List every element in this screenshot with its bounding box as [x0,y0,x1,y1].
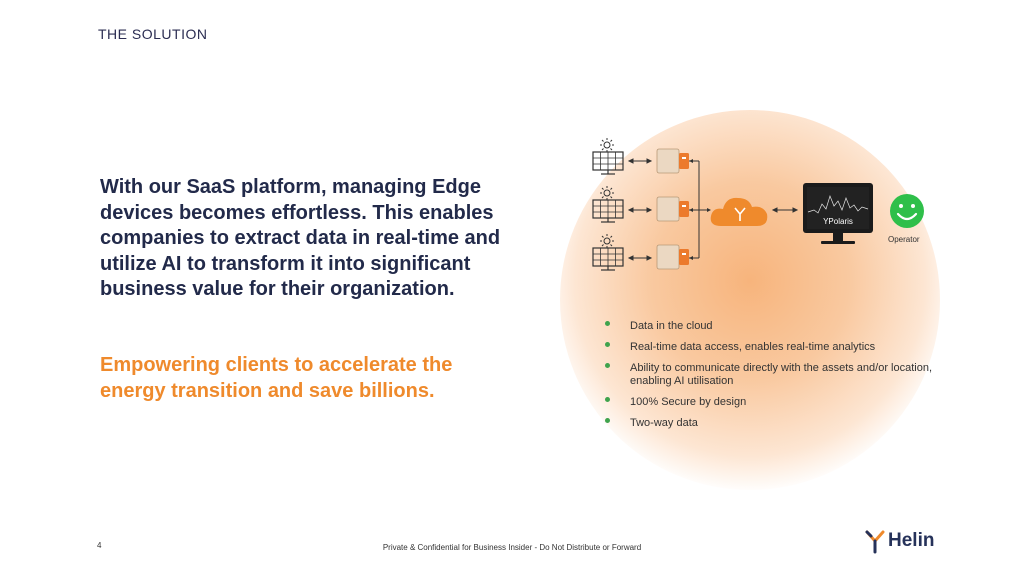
architecture-diagram: YPolaris [592,138,924,271]
list-item: Two-way data [605,417,935,430]
feature-list: Data in the cloud Real-time data access,… [605,320,935,438]
list-item: Ability to communicate directly with the… [605,362,935,388]
monitor-icon: YPolaris [803,183,873,244]
solar-panel-icon [592,151,624,175]
section-label: THE SOLUTION [98,26,208,42]
orange-glow-background [560,110,940,490]
link-arrow [771,207,799,213]
solar-panel-icon [592,247,624,271]
list-item: Data in the cloud [605,320,935,333]
sun-icon [600,138,614,152]
link-arrow [689,159,711,260]
cloud-icon [710,197,768,226]
helin-logo-icon [865,530,885,554]
bullet-icon [605,397,610,402]
sun-icon [600,186,614,200]
smiley-icon [890,194,924,228]
bullet-icon [605,321,610,326]
list-item: Real-time data access, enables real-time… [605,341,935,354]
edge-device-icon [656,244,689,270]
main-statement: With our SaaS platform, managing Edge de… [100,176,501,300]
edge-device-icon [656,196,689,222]
link-arrow [627,158,653,164]
operator-label: Operator [888,235,920,244]
bullet-icon [605,418,610,423]
solar-panel-icon [592,199,624,223]
bullet-icon [605,342,610,347]
monitor-label: YPolaris [823,217,853,226]
bullet-icon [605,363,610,368]
confidential-footer: Private & Confidential for Business Insi… [382,543,642,552]
logo-text: Helin [888,530,935,551]
page-number: 4 [97,541,102,550]
link-arrow [627,255,653,261]
edge-device-icon [656,148,689,174]
helin-logo: Helin [864,528,934,554]
list-item: 100% Secure by design [605,396,935,409]
sun-icon [600,234,614,248]
link-arrow [627,207,653,213]
accent-statement: Empowering clients to accelerate the ene… [100,354,453,402]
